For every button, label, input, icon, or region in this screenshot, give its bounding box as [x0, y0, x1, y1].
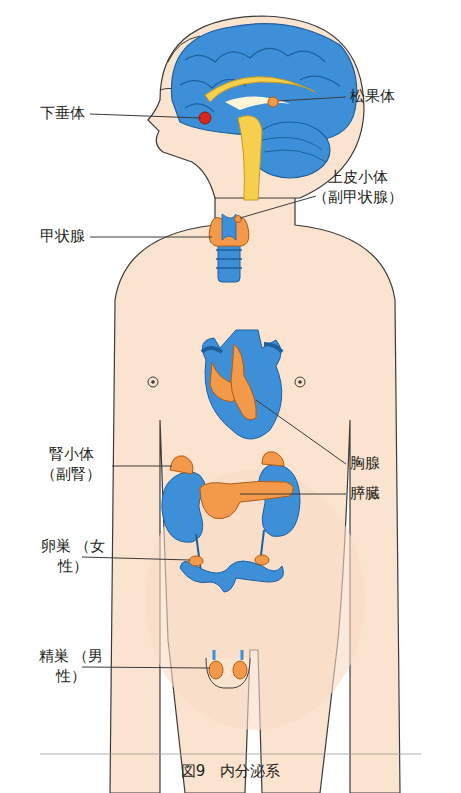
- trachea-rings: [216, 250, 242, 268]
- ventricle: [225, 96, 290, 110]
- figure-caption: 図9 内分泌系: [0, 762, 461, 781]
- heart: [202, 330, 281, 439]
- adrenal-label: 腎小体 （副腎）: [38, 445, 104, 484]
- pelvis-shade: [145, 470, 365, 730]
- testis-label: 精巣 （男性）: [38, 647, 104, 686]
- thymus-right: [231, 344, 256, 420]
- pancreas-label: 膵臓: [350, 484, 380, 504]
- ovary: [255, 555, 269, 565]
- ovary: [189, 556, 203, 566]
- parathyroid: [235, 216, 242, 223]
- pituitary-label: 下垂体: [40, 104, 85, 124]
- body-outline: [110, 188, 400, 793]
- scrotum: [206, 658, 250, 688]
- brainstem: [238, 116, 262, 200]
- kidney: [258, 464, 300, 536]
- ovary-label: 卵巣 （女性）: [40, 537, 106, 576]
- brain-folds: [180, 48, 340, 112]
- nipple-dot: [298, 380, 302, 384]
- vessels: [202, 344, 282, 352]
- nipple: [295, 377, 305, 387]
- thymus-label: 胸腺: [350, 454, 380, 474]
- parathyroid-label: 上皮小体 （副甲状腺）: [312, 168, 404, 207]
- adrenal: [262, 452, 284, 466]
- nipple: [148, 377, 158, 387]
- leader-lines: [82, 97, 346, 668]
- larynx: [222, 214, 236, 240]
- pancreas: [200, 481, 293, 518]
- caption-rule: [40, 754, 421, 755]
- thyroid-label: 甲状腺: [40, 227, 85, 247]
- spermatic-cord: [214, 650, 242, 660]
- adrenal: [170, 456, 193, 474]
- cerebellum-folds: [262, 138, 326, 162]
- testis: [209, 661, 223, 679]
- nipple-dot: [151, 380, 155, 384]
- cerebrum: [171, 24, 356, 140]
- kidney: [162, 472, 206, 542]
- pineal-label: 松果体: [350, 87, 395, 107]
- pineal: [268, 97, 278, 107]
- testis: [233, 661, 247, 679]
